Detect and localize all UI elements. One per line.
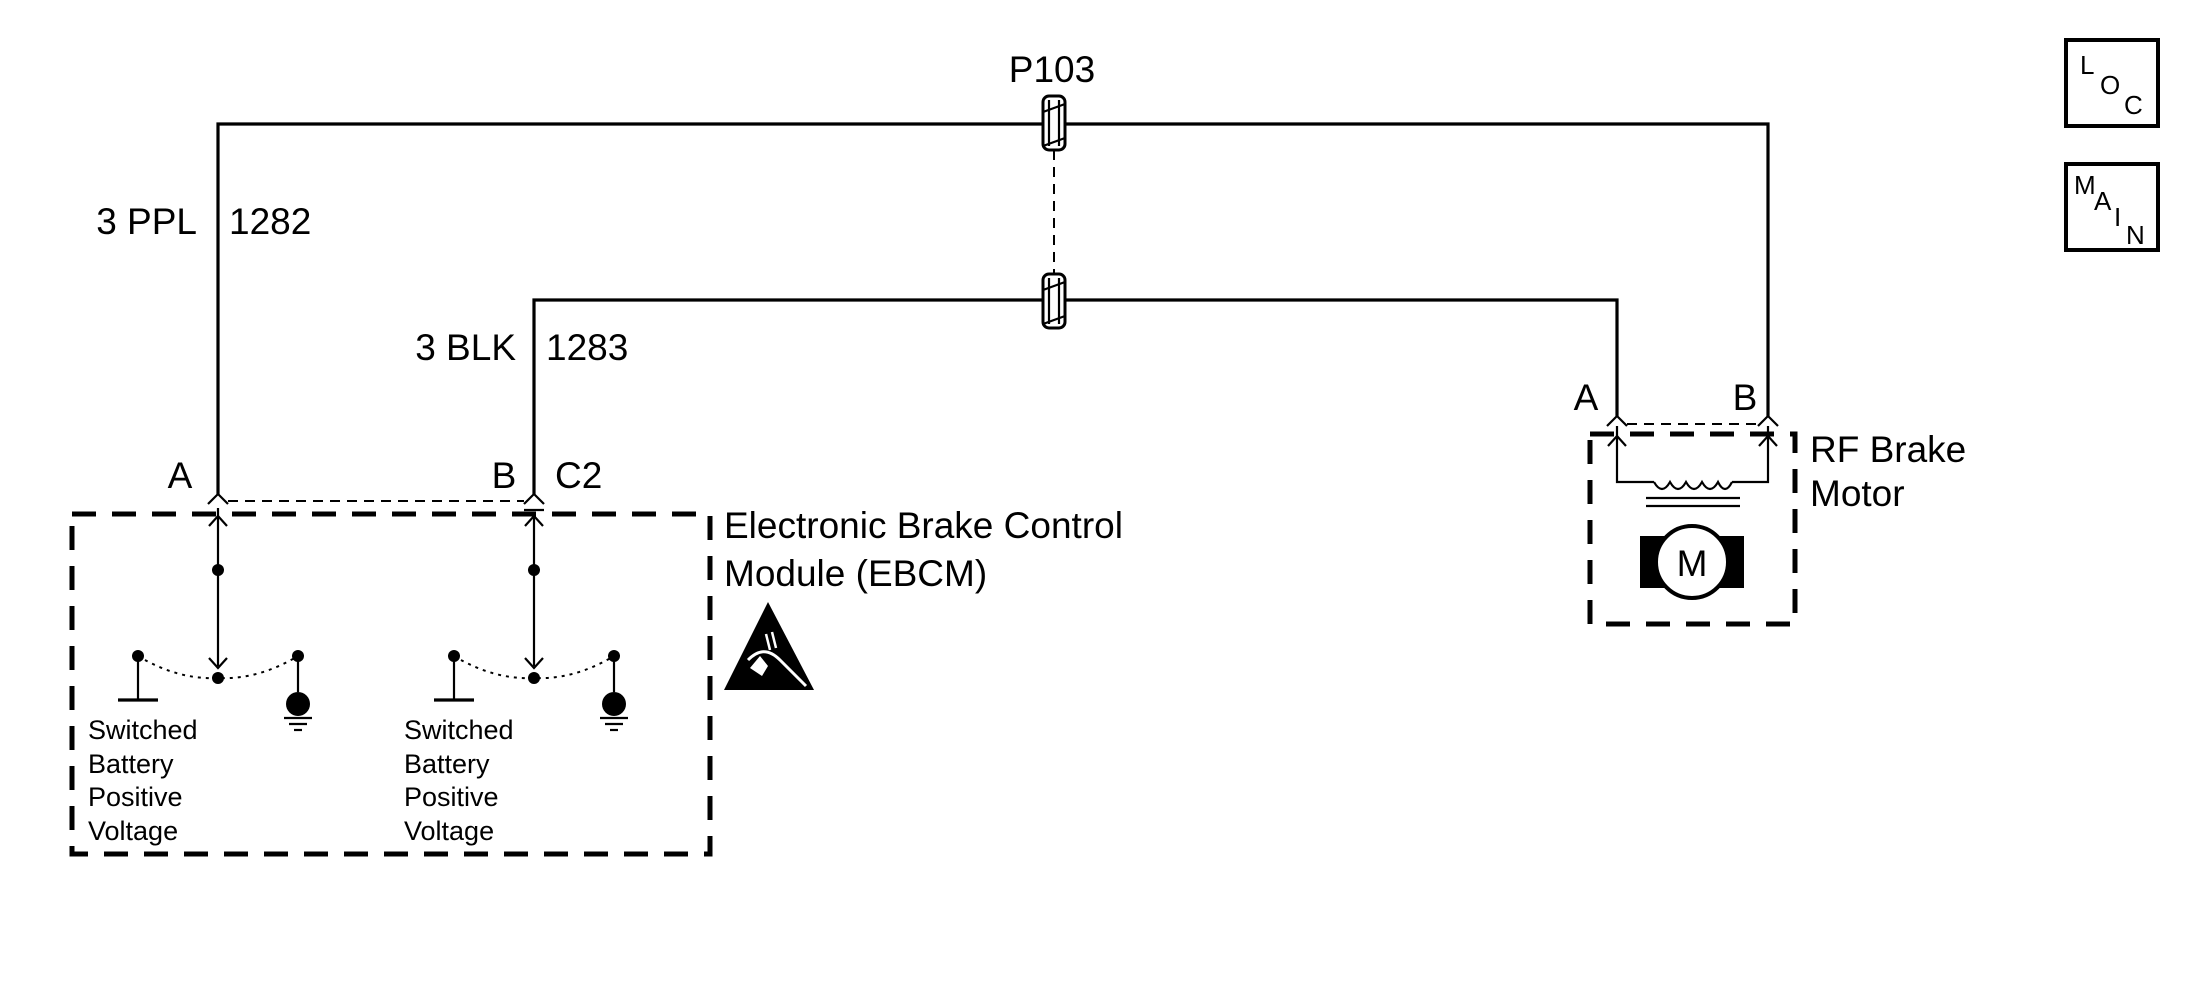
loc-button[interactable]: L O C	[2064, 38, 2160, 128]
main-button-letter-i: I	[2114, 202, 2121, 232]
motor-internal-wiring	[1607, 426, 1778, 508]
motor-pin-b-label: B	[1733, 377, 1758, 418]
supply-a-line-1: Switched	[88, 715, 198, 745]
wire-1283-circuit-label: 1283	[546, 327, 628, 368]
ebcm-connector-c2	[207, 492, 545, 512]
supply-b-line-2: Battery	[404, 749, 490, 779]
splice-p103[interactable]	[1041, 94, 1067, 330]
main-button-letter-n: N	[2126, 220, 2145, 250]
motor-symbol	[1640, 524, 1744, 600]
ebcm-module-box[interactable]	[69, 511, 713, 857]
splice-connector-bottom	[1041, 272, 1067, 330]
wire-1282	[216, 122, 1770, 494]
motor-connector	[1606, 414, 1779, 427]
ebcm-relay-b-supply-label: Switched Battery Positive Voltage	[404, 715, 514, 846]
splice-connector-top	[1041, 94, 1067, 152]
loc-button-letter-l: L	[2080, 50, 2094, 80]
ebcm-connector-label: C2	[555, 455, 602, 496]
supply-b-line-4: Voltage	[404, 816, 494, 846]
supply-a-line-3: Positive	[88, 782, 183, 812]
main-button-letter-m: M	[2074, 170, 2096, 200]
wire-1282-circuit-label: 1282	[229, 201, 311, 242]
main-button-letter-a: A	[2094, 186, 2112, 216]
ebcm-relay-a	[118, 508, 312, 732]
ebcm-pin-b-label: B	[492, 455, 517, 496]
motor-title-line-1: RF Brake	[1810, 429, 1966, 470]
wire-1283	[532, 298, 1619, 494]
ebcm-relay-a-supply-label: Switched Battery Positive Voltage	[88, 715, 198, 846]
ebcm-pin-a-label: A	[168, 455, 193, 496]
wire-1283-color-label: 3 BLK	[415, 327, 516, 368]
supply-a-line-4: Voltage	[88, 816, 178, 846]
motor-component-box[interactable]	[1587, 431, 1798, 627]
ebcm-title-line-1: Electronic Brake Control	[724, 505, 1123, 546]
splice-label: P103	[1009, 49, 1095, 90]
main-button[interactable]: M A I N	[2064, 162, 2160, 252]
ebcm-relay-b	[434, 514, 628, 732]
motor-symbol-label: M	[1677, 543, 1708, 584]
ebcm-title-line-2: Module (EBCM)	[724, 553, 987, 594]
loc-button-letter-o: O	[2100, 70, 2120, 100]
wire-1282-color-label: 3 PPL	[96, 201, 197, 242]
supply-a-line-2: Battery	[88, 749, 174, 779]
loc-button-letter-c: C	[2124, 90, 2143, 120]
esd-warning-icon	[724, 602, 814, 690]
motor-title-line-2: Motor	[1810, 473, 1905, 514]
motor-pin-a-label: A	[1574, 377, 1599, 418]
supply-b-line-3: Positive	[404, 782, 499, 812]
supply-b-line-1: Switched	[404, 715, 514, 745]
